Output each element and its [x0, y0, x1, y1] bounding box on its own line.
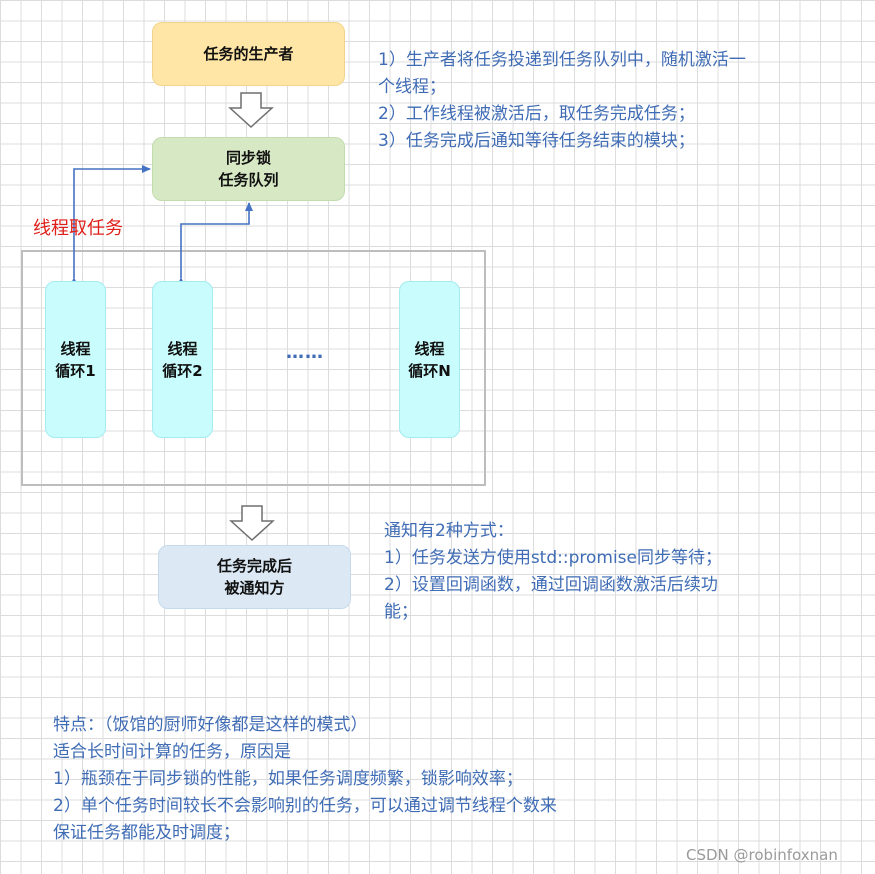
- queue-label-line1: 同步锁: [225, 149, 271, 167]
- notified-label-line1: 任务完成后: [216, 557, 292, 575]
- threads-ellipsis: ……: [286, 342, 324, 363]
- threadN-label-line2: 循环N: [408, 361, 451, 380]
- producer-label: 任务的生产者: [203, 45, 294, 63]
- queue-label-line2: 任务队列: [218, 171, 279, 189]
- thread2-label-line1: 线程: [167, 339, 198, 358]
- notes-notify-line: 能；: [384, 602, 418, 622]
- producer-box: 任务的生产者: [152, 22, 345, 86]
- notes-features-line: 适合长时间计算的任务，原因是: [53, 742, 291, 762]
- thread-pool-frame: [21, 250, 486, 486]
- notes-top-line: 3）任务完成后通知等待任务结束的模块；: [378, 131, 695, 151]
- thread-loop-2-box: 线程 循环2: [152, 281, 213, 438]
- hollow-down-arrow-pool-notified: [229, 505, 275, 542]
- notes-features-line: 保证任务都能及时调度；: [53, 823, 240, 843]
- notes-features-line: 特点：（饭馆的厨师好像都是这样的模式）: [53, 715, 368, 735]
- thread1-label-line1: 线程: [60, 339, 91, 358]
- notes-notify-line: 通知有2种方式：: [384, 521, 514, 541]
- notes-top: 1）生产者将任务投递到任务队列中，随机激活一 个线程； 2）工作线程被激活后，取…: [378, 47, 746, 155]
- task-queue-box: 同步锁 任务队列: [152, 137, 345, 201]
- notes-features-line: 1）瓶颈在于同步锁的性能，如果任务调度频繁，锁影响效率；: [53, 769, 523, 789]
- notes-top-line: 1）生产者将任务投递到任务队列中，随机激活一: [378, 50, 746, 70]
- notes-top-line: 个线程；: [378, 77, 446, 97]
- take-task-label: 线程取任务: [33, 218, 123, 239]
- hollow-down-arrow-producer-queue: [228, 92, 274, 129]
- thread-loop-n-box: 线程 循环N: [399, 281, 460, 438]
- watermark: CSDN @robinfoxnan: [686, 846, 838, 864]
- notes-top-line: 2）工作线程被激活后，取任务完成任务；: [378, 104, 695, 124]
- notes-features-line: 2）单个任务时间较长不会影响别的任务，可以通过调节线程个数来: [53, 796, 557, 816]
- notes-features: 特点：（饭馆的厨师好像都是这样的模式） 适合长时间计算的任务，原因是 1）瓶颈在…: [53, 712, 557, 847]
- threadN-label-line1: 线程: [414, 339, 445, 358]
- thread1-label-line2: 循环1: [55, 361, 96, 380]
- notified-party-box: 任务完成后 被通知方: [158, 545, 351, 609]
- connector-thread1-queue: [70, 165, 151, 286]
- connector-thread2-queue: [177, 202, 253, 286]
- thread2-label-line2: 循环2: [162, 361, 203, 380]
- notes-notify-line: 1）任务发送方使用std::promise同步等待；: [384, 548, 722, 568]
- thread-loop-1-box: 线程 循环1: [45, 281, 106, 438]
- notified-label-line2: 被通知方: [224, 579, 285, 597]
- notes-notify: 通知有2种方式： 1）任务发送方使用std::promise同步等待； 2）设置…: [384, 518, 722, 626]
- notes-notify-line: 2）设置回调函数，通过回调函数激活后续功: [384, 575, 718, 595]
